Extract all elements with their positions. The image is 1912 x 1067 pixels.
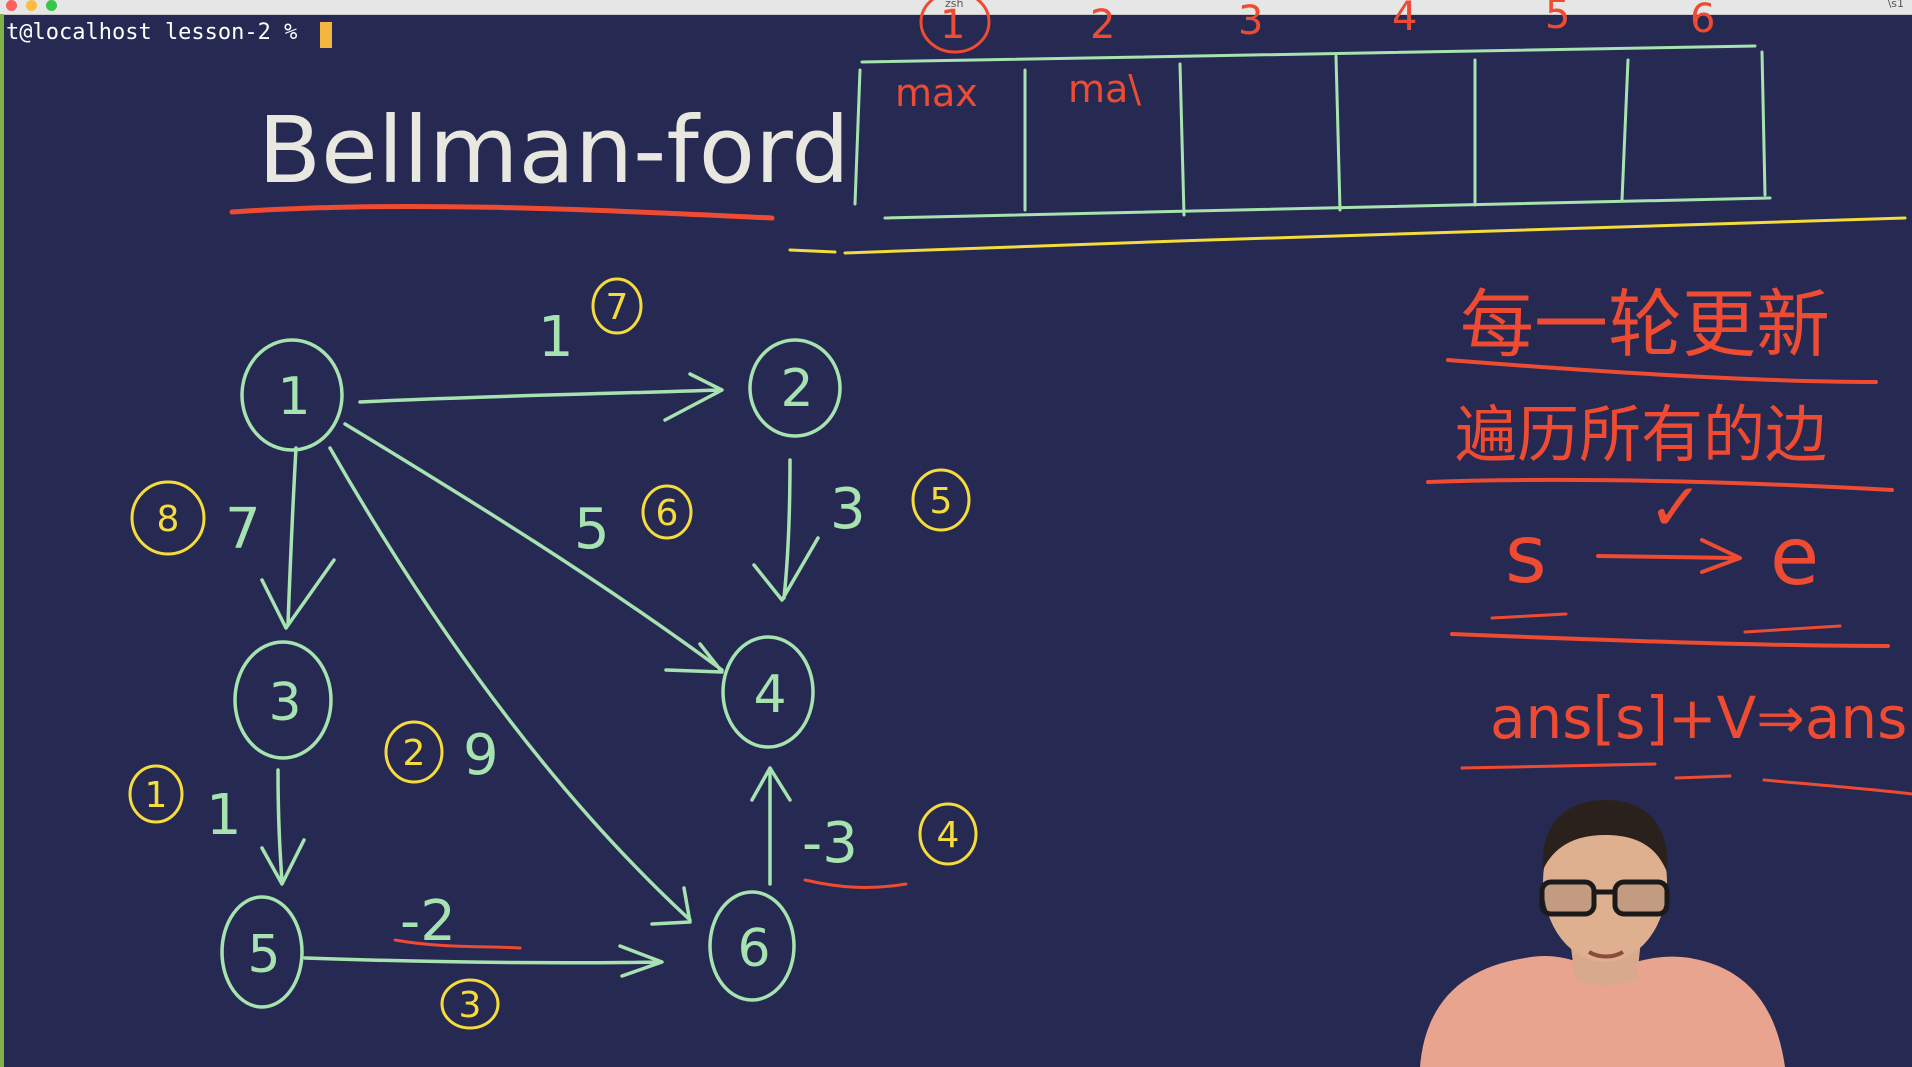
order-label-6: 6	[656, 493, 679, 534]
array-index-4: 4	[1392, 0, 1417, 40]
graph-edges	[260, 372, 820, 978]
title-underline	[229, 203, 775, 221]
relaxation-formula: ans[s]+V⇒ans[e]	[1490, 684, 1912, 752]
order-label-5: 5	[930, 481, 953, 522]
weight-1-4: 5	[574, 497, 610, 562]
edge-6-4	[750, 766, 792, 886]
weight-3-5: 1	[206, 783, 242, 848]
section-divider	[788, 216, 1907, 255]
edge-1-4	[343, 422, 724, 674]
array-index-5: 5	[1545, 0, 1570, 38]
edge-1-3	[260, 446, 336, 630]
presenter-mouth	[1587, 950, 1625, 959]
weight-2-4: 3	[830, 477, 866, 542]
node-label-3: 3	[268, 673, 301, 733]
source-to-end-arrow	[1596, 538, 1742, 574]
array-cell-1: max	[895, 71, 978, 115]
presenter-hair	[1542, 800, 1668, 872]
presenter-shirt	[1420, 955, 1785, 1067]
presenter-webcam	[1420, 800, 1785, 1067]
note-underline-3	[1450, 632, 1890, 648]
note-squiggles	[1490, 612, 1842, 634]
edge-5-6	[303, 944, 664, 978]
note-end: e	[1770, 510, 1819, 603]
window-title: zsh	[945, 0, 964, 10]
order-label-7: 7	[606, 287, 629, 328]
shell-prompt[interactable]: t@localhost lesson-2 %	[6, 20, 311, 45]
note-underline-2	[1426, 477, 1894, 492]
weight-1-3: 7	[225, 497, 261, 562]
node-6	[708, 890, 796, 1002]
order-circle-6	[641, 484, 693, 540]
formula-underline	[1460, 762, 1912, 796]
order-label-4: 4	[937, 815, 960, 856]
array-cell-2: ma\	[1068, 67, 1141, 111]
node-label-2: 2	[780, 359, 813, 419]
negative-weight-mark-2	[803, 878, 908, 889]
array-index-3: 3	[1238, 0, 1263, 44]
index-circle-1	[919, 0, 991, 54]
distance-array	[853, 44, 1772, 220]
title-bar: zsh \s1	[0, 0, 1912, 15]
array-index-6: 6	[1690, 0, 1715, 42]
graph-nodes	[220, 338, 842, 1009]
note-underline-1	[1446, 358, 1878, 384]
order-label-3: 3	[459, 985, 482, 1026]
node-label-6: 6	[737, 919, 770, 979]
order-circle-2	[384, 720, 444, 784]
zoom-button[interactable]	[46, 0, 57, 11]
node-label-1: 1	[277, 367, 310, 427]
order-circle-3	[440, 978, 500, 1030]
text-cursor	[320, 22, 332, 48]
node-4	[721, 635, 815, 749]
node-3	[233, 640, 333, 760]
window-edge	[0, 14, 4, 1067]
edge-1-6	[328, 446, 692, 926]
order-label-2: 2	[403, 733, 426, 774]
close-button[interactable]	[6, 0, 17, 11]
node-label-4: 4	[753, 665, 786, 725]
order-circle-1	[128, 764, 184, 824]
presenter-glasses	[1539, 879, 1670, 917]
window-title-right: \s1	[1887, 0, 1904, 10]
order-circle-4	[918, 802, 978, 866]
negative-weight-mark-1	[393, 938, 522, 950]
order-circle-5	[911, 468, 971, 532]
edge-1-2	[358, 372, 724, 422]
note-traverse-edges: 遍历所有的边	[1455, 398, 1827, 471]
node-2	[748, 338, 842, 438]
note-source: s	[1505, 508, 1547, 601]
node-1	[240, 338, 344, 452]
edge-2-4	[752, 458, 820, 602]
note-each-round: 每一轮更新	[1460, 282, 1830, 368]
order-circle-8	[130, 480, 206, 556]
check-mark: ✓	[1648, 469, 1703, 546]
node-5	[220, 895, 304, 1009]
weight-1-6: 9	[463, 723, 499, 788]
node-label-5: 5	[247, 925, 280, 985]
board-title: Bellman-ford	[258, 97, 850, 204]
presenter-face	[1543, 802, 1667, 962]
edge-3-5	[260, 768, 306, 886]
array-index-2: 2	[1090, 2, 1115, 48]
minimize-button[interactable]	[26, 0, 37, 11]
weight-1-2: 1	[538, 305, 574, 370]
order-label-8: 8	[157, 499, 180, 540]
order-label-1: 1	[145, 775, 168, 816]
order-circle-7	[591, 277, 643, 335]
weight-6-4: -3	[802, 811, 858, 876]
array-index-1: 1	[940, 2, 965, 48]
